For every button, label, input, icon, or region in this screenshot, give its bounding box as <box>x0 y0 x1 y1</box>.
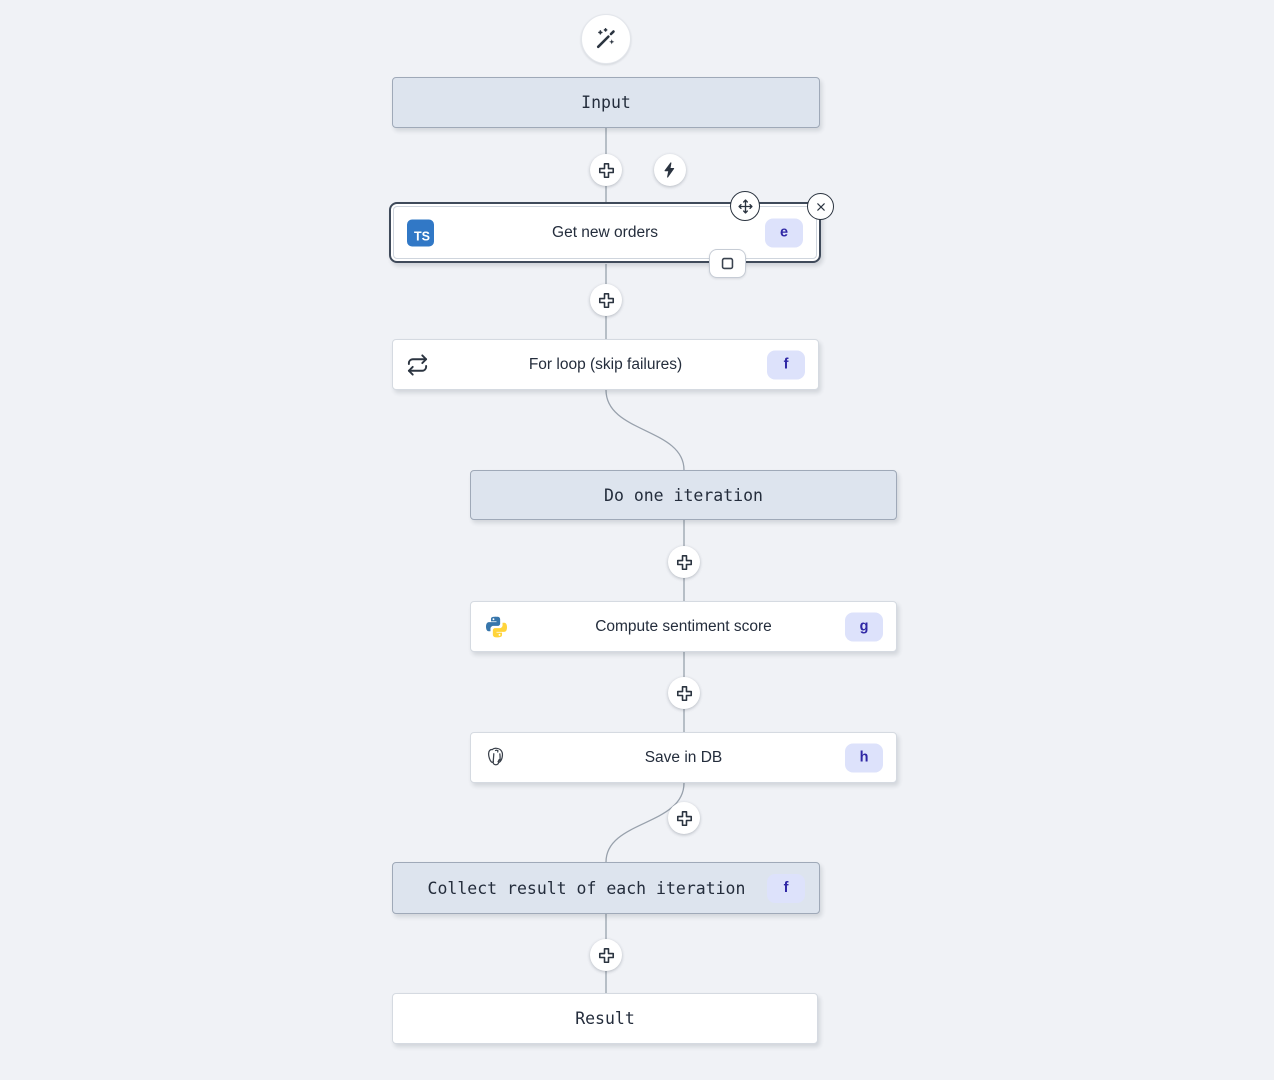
insert-step-button[interactable] <box>668 546 700 578</box>
node-do-one-iteration[interactable]: Do one iteration <box>470 470 897 520</box>
plus-icon <box>675 809 694 828</box>
node-label: For loop (skip failures) <box>528 355 683 373</box>
node-result[interactable]: Result <box>392 993 818 1044</box>
insert-step-button[interactable] <box>590 939 622 971</box>
node-label: Compute sentiment score <box>595 617 772 635</box>
postgresql-icon <box>484 745 509 770</box>
node-compute-sentiment-score[interactable]: Compute sentiment score g <box>470 601 897 652</box>
insert-step-button[interactable] <box>668 802 700 834</box>
square-icon <box>719 255 736 272</box>
delete-node-button[interactable] <box>807 193 834 220</box>
step-id-badge: f <box>767 873 805 903</box>
insert-step-button[interactable] <box>668 677 700 709</box>
lightning-bolt-icon <box>661 161 679 179</box>
close-icon <box>814 200 828 214</box>
plus-icon <box>597 161 616 180</box>
node-label: Input <box>581 93 631 112</box>
node-input[interactable]: Input <box>392 77 820 128</box>
magic-wand-icon <box>593 26 619 52</box>
ai-flow-builder-button[interactable] <box>581 14 631 64</box>
node-checkbox-button[interactable] <box>709 249 746 278</box>
insert-step-button[interactable] <box>590 154 622 186</box>
node-label: Get new orders <box>552 223 658 241</box>
python-icon <box>484 614 509 639</box>
trigger-button[interactable] <box>654 154 686 186</box>
plus-icon <box>675 684 694 703</box>
plus-icon <box>675 553 694 572</box>
node-label: Collect result of each iteration <box>427 878 746 898</box>
step-id-badge: g <box>845 612 883 641</box>
node-label: Save in DB <box>644 748 723 766</box>
node-collect-result[interactable]: Collect result of each iteration f <box>392 862 820 914</box>
plus-icon <box>597 291 616 310</box>
node-for-loop[interactable]: For loop (skip failures) f <box>392 339 819 390</box>
node-label: Do one iteration <box>604 485 763 505</box>
plus-icon <box>597 946 616 965</box>
typescript-icon: TS <box>407 219 434 246</box>
move-node-handle[interactable] <box>730 191 760 221</box>
move-icon <box>737 198 754 215</box>
insert-step-button[interactable] <box>590 284 622 316</box>
node-save-in-db[interactable]: Save in DB h <box>470 732 897 783</box>
step-id-badge: h <box>845 743 883 772</box>
step-id-badge: f <box>767 350 805 379</box>
node-get-new-orders[interactable]: TS Get new orders e <box>389 191 834 278</box>
step-id-badge: e <box>765 218 803 247</box>
repeat-icon <box>406 353 429 376</box>
node-label: Result <box>575 1009 635 1028</box>
